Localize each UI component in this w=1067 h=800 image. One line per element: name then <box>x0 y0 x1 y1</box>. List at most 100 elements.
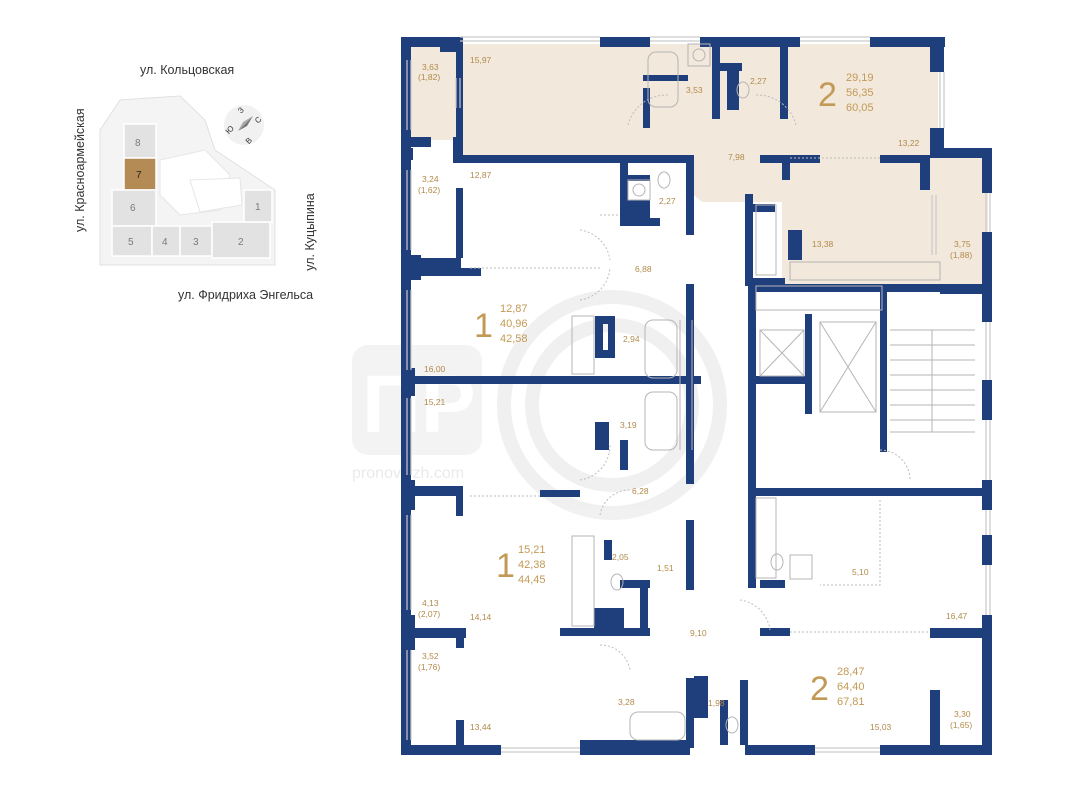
wall-segment <box>694 676 708 718</box>
wall-segment <box>748 284 756 584</box>
wall-segment <box>401 258 461 268</box>
wall-segment <box>712 44 720 119</box>
bathtub-icon <box>647 51 679 108</box>
room-area: 3,30 <box>954 709 971 719</box>
wall-segment <box>760 155 820 163</box>
wall-segment <box>604 540 612 560</box>
street-south-label: ул. Фридриха Энгельса <box>178 288 314 302</box>
door-arcs <box>470 94 930 671</box>
wall-segment <box>745 194 753 284</box>
bathtub-icon <box>629 711 686 741</box>
wall-segment <box>401 486 461 496</box>
wall-segment <box>594 608 624 628</box>
wall-segment <box>780 44 788 119</box>
compass-letter-n: С <box>253 115 264 126</box>
wall-segment <box>748 488 756 583</box>
minimap-section-6[interactable] <box>111 189 157 227</box>
apartment-label-mid1[interactable]: 1 12,87 40,96 42,58 <box>474 303 528 345</box>
room-area: (2,07) <box>418 609 440 619</box>
minimap-label-8: 8 <box>135 138 141 149</box>
minimap-section-1[interactable] <box>243 189 273 223</box>
wall-segment <box>595 316 615 324</box>
wall-segment <box>401 376 701 384</box>
room-area: 14,14 <box>470 612 492 622</box>
room-area: (1,62) <box>418 185 440 195</box>
room-area: (1,82) <box>418 72 440 82</box>
wall-segment <box>628 200 650 226</box>
bathtub-icon <box>644 391 678 451</box>
wall-segment <box>640 580 648 630</box>
apartment-total-area: 64,40 <box>837 681 865 693</box>
toilet-icon <box>770 553 784 571</box>
room-area: 2,27 <box>659 196 676 206</box>
wall-segment <box>595 316 603 358</box>
minimap-section-7[interactable] <box>123 157 157 191</box>
walls <box>401 37 992 755</box>
room-area: 12,87 <box>470 170 492 180</box>
wall-segment <box>620 155 628 225</box>
minimap-section-5[interactable] <box>111 225 153 257</box>
room-area: 13,38 <box>812 239 834 249</box>
apartment-total-area: 42,38 <box>518 559 546 571</box>
room-area-labels: 3,63 (1,82) 15,97 3,53 2,27 7,98 13,22 3… <box>418 55 972 732</box>
room-area: 6,28 <box>632 486 649 496</box>
room-area: (1,65) <box>950 720 972 730</box>
wall-segment <box>748 376 808 384</box>
minimap-section-2[interactable] <box>211 221 271 259</box>
room-area: 3,19 <box>620 420 637 430</box>
wall-segment <box>401 37 461 47</box>
room-area: 2,05 <box>612 552 629 562</box>
wall-segment <box>456 188 463 258</box>
washing-machine-icon <box>627 179 651 201</box>
wall-segment <box>440 37 460 52</box>
wall-segment <box>643 75 688 81</box>
apartment-label-mid2[interactable]: 1 15,21 42,38 44,45 <box>496 544 546 586</box>
minimap-section-4[interactable] <box>151 225 181 257</box>
wall-segment <box>880 155 930 163</box>
wall-segment <box>456 486 463 516</box>
wall-segment <box>643 88 650 128</box>
wall-segment <box>727 68 739 110</box>
highlighted-apartment[interactable] <box>408 44 988 284</box>
svg-text:ПР: ПР <box>362 359 476 450</box>
room-area: 4,13 <box>422 598 439 608</box>
kitchen-counter-icon <box>789 261 941 281</box>
wall-segment <box>920 160 930 190</box>
toilet-icon <box>725 716 739 734</box>
compass-letter-w: З <box>236 105 246 115</box>
wall-segment <box>401 137 431 147</box>
apartment-rooms: 2 <box>810 670 829 708</box>
wall-segment <box>760 580 785 588</box>
apartment-label-bottom[interactable]: 2 28,47 64,40 67,81 <box>810 666 865 708</box>
room-area: 3,52 <box>422 651 439 661</box>
room-area: (1,88) <box>950 250 972 260</box>
apartment-total-area-balcony: 60,05 <box>846 102 874 114</box>
minimap-section-8[interactable] <box>123 123 157 159</box>
minimap-section-3[interactable] <box>179 225 213 257</box>
wall-segment <box>453 155 693 163</box>
apartment-total-area: 56,35 <box>846 87 874 99</box>
wall-segment <box>930 148 990 158</box>
wall-segment <box>788 230 802 260</box>
wall-segment <box>700 37 800 47</box>
wall-segment <box>740 680 748 745</box>
room-area: (1,76) <box>418 662 440 672</box>
wall-segment <box>595 422 609 450</box>
wall-segment <box>748 284 988 292</box>
room-area: 5,10 <box>852 567 869 577</box>
washing-machine-icon <box>687 43 711 67</box>
room-area: 13,22 <box>898 138 920 148</box>
minimap-label-2: 2 <box>238 237 244 248</box>
bathtub-icon <box>644 319 678 379</box>
room-area: 16,47 <box>946 611 968 621</box>
room-area: 2,27 <box>750 76 767 86</box>
wall-segment <box>456 628 464 648</box>
apartment-label-top[interactable]: 2 29,19 56,35 60,05 <box>818 72 874 114</box>
apartment-total-area-balcony: 44,45 <box>518 574 546 586</box>
wall-segment <box>540 490 580 497</box>
kitchen-counter-icon <box>755 204 777 276</box>
wall-segment <box>686 678 694 748</box>
room-area: 13,44 <box>470 722 492 732</box>
